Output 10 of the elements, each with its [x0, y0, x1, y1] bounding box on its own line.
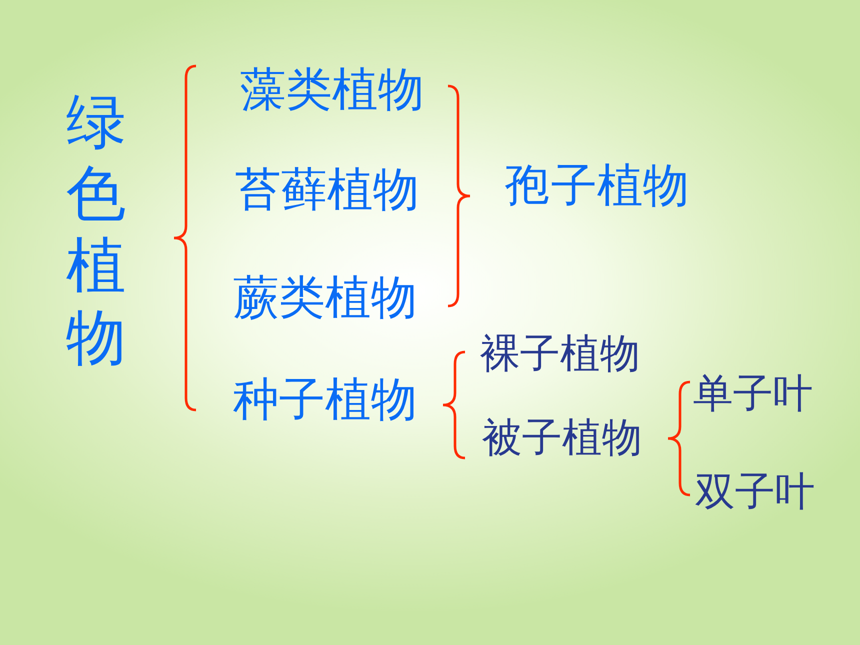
category-label: 种子植物	[233, 374, 417, 425]
category-label: 孢子植物	[505, 160, 689, 211]
category-label: 单子叶	[693, 372, 813, 416]
category-label: 藻类植物	[240, 64, 424, 115]
category-label: 双子叶	[695, 470, 815, 514]
category-label: 绿色植物	[66, 86, 126, 374]
category-label: 被子植物	[482, 416, 642, 460]
category-label: 苔藓植物	[235, 164, 419, 215]
category-label: 裸子植物	[480, 332, 640, 376]
category-label: 蕨类植物	[233, 272, 417, 323]
